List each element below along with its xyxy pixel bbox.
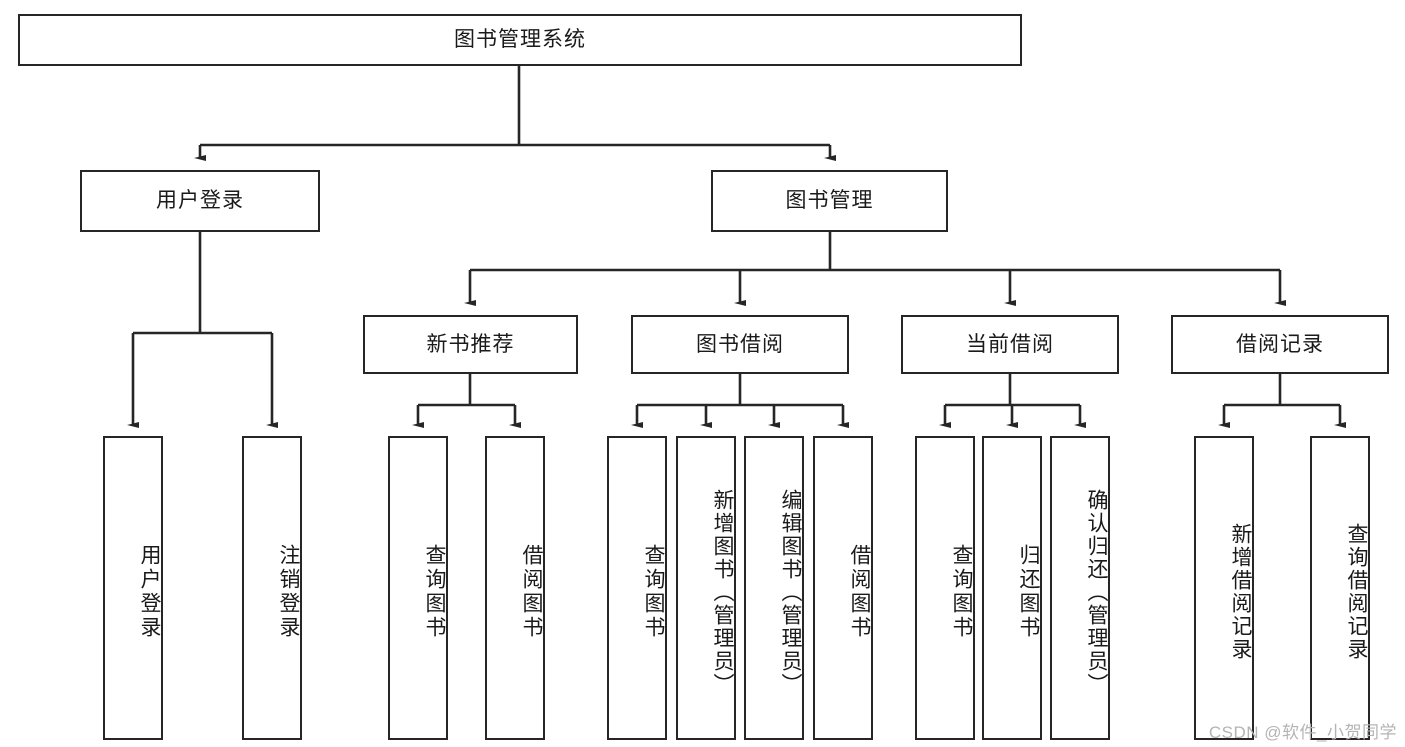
node-leaf-add-record-label: 新增借阅记录	[1229, 523, 1252, 661]
node-leaf-return-book[interactable]: 归还图书	[982, 436, 1042, 740]
node-leaf-query-book-3[interactable]: 查询图书	[915, 436, 975, 740]
node-leaf-user-logout[interactable]: 注销登录	[242, 436, 302, 740]
node-leaf-query-book-1-label: 查询图书	[423, 544, 446, 640]
node-leaf-user-login-label: 用户登录	[138, 544, 161, 640]
node-current-borrow-label: 当前借阅	[966, 332, 1054, 356]
node-leaf-add-record[interactable]: 新增借阅记录	[1194, 436, 1254, 740]
node-borrow-record-label: 借阅记录	[1236, 332, 1324, 356]
node-leaf-confirm-return[interactable]: 确认归还（管理员）	[1050, 436, 1110, 740]
node-user-login-label: 用户登录	[156, 189, 244, 213]
node-leaf-user-logout-label: 注销登录	[277, 544, 300, 640]
node-leaf-edit-book-label: 编辑图书（管理员）	[779, 488, 802, 696]
node-leaf-query-book-2-label: 查询图书	[642, 544, 665, 640]
node-new-book-recommend[interactable]: 新书推荐	[363, 315, 578, 374]
csdn-watermark: CSDN @软件_小贺同学	[1208, 723, 1397, 742]
node-leaf-borrow-book-1[interactable]: 借阅图书	[485, 436, 545, 740]
node-book-manage[interactable]: 图书管理	[711, 170, 948, 232]
node-leaf-return-book-label: 归还图书	[1017, 544, 1040, 640]
node-leaf-query-record[interactable]: 查询借阅记录	[1310, 436, 1370, 740]
node-leaf-edit-book[interactable]: 编辑图书（管理员）	[744, 436, 804, 740]
node-leaf-borrow-book-1-label: 借阅图书	[520, 544, 543, 640]
node-leaf-query-record-label: 查询借阅记录	[1345, 523, 1368, 661]
node-leaf-query-book-2[interactable]: 查询图书	[607, 436, 667, 740]
node-leaf-confirm-return-label: 确认归还（管理员）	[1085, 488, 1108, 696]
node-leaf-query-book-1[interactable]: 查询图书	[388, 436, 448, 740]
node-leaf-user-login[interactable]: 用户登录	[103, 436, 163, 740]
node-leaf-add-book-label: 新增图书（管理员）	[711, 488, 734, 696]
node-book-borrow[interactable]: 图书借阅	[631, 315, 849, 374]
node-leaf-add-book[interactable]: 新增图书（管理员）	[676, 436, 736, 740]
node-current-borrow[interactable]: 当前借阅	[901, 315, 1119, 374]
node-root-label: 图书管理系统	[454, 28, 586, 52]
node-book-borrow-label: 图书借阅	[696, 332, 784, 356]
node-leaf-borrow-book-2[interactable]: 借阅图书	[813, 436, 873, 740]
node-borrow-record[interactable]: 借阅记录	[1171, 315, 1389, 374]
node-leaf-query-book-3-label: 查询图书	[950, 544, 973, 640]
node-user-login[interactable]: 用户登录	[80, 170, 320, 232]
node-root[interactable]: 图书管理系统	[18, 14, 1022, 66]
node-book-manage-label: 图书管理	[785, 189, 874, 213]
node-new-book-recommend-label: 新书推荐	[426, 332, 515, 356]
node-leaf-borrow-book-2-label: 借阅图书	[848, 544, 871, 640]
